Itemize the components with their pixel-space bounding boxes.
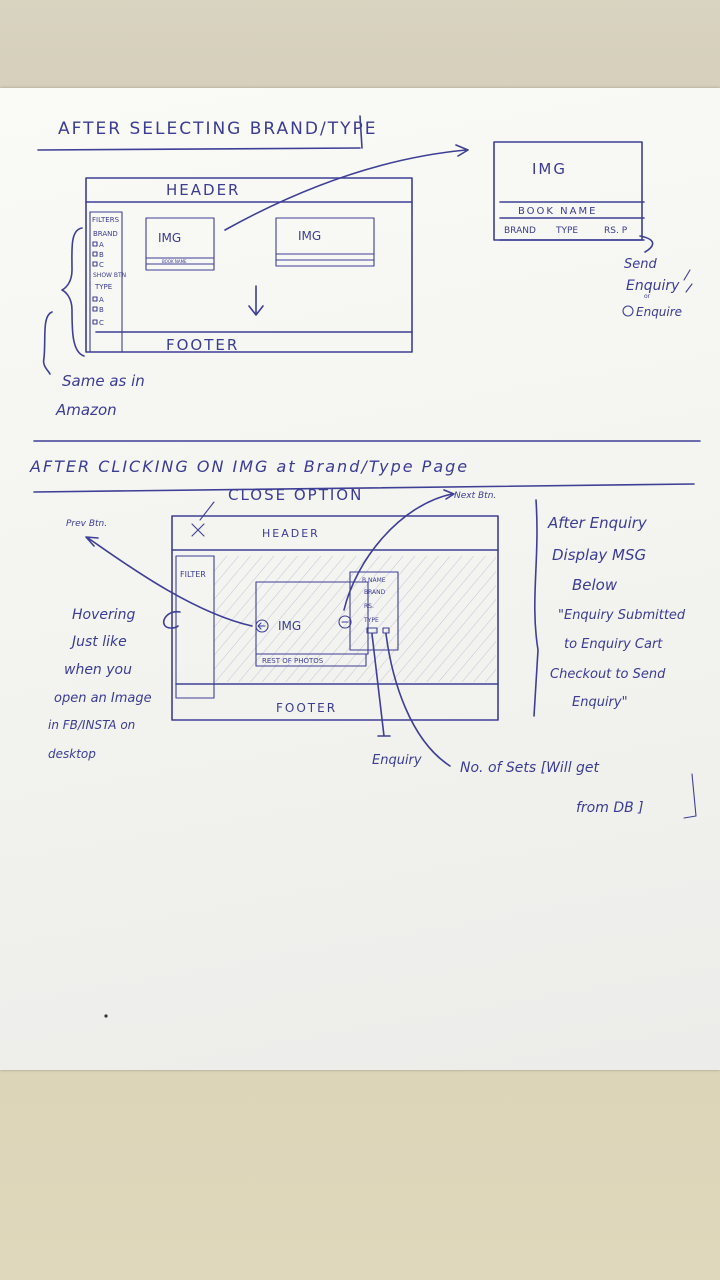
brand-option: A <box>99 241 104 249</box>
type-option: A <box>99 296 104 304</box>
checkbox-icon[interactable] <box>92 306 98 312</box>
card1-img: IMG <box>158 231 181 245</box>
section-1: AFTER SELECTING BRAND/TYPE HEADER FOOTER… <box>37 115 693 419</box>
after-enquiry-line: Enquiry" <box>572 695 628 710</box>
prev-arrow-glyph <box>257 622 266 630</box>
rest-of-photos: REST OF PHOTOS <box>262 657 324 665</box>
next-pointer-arrow-icon <box>343 489 455 611</box>
after-enquiry-line: Display MSG <box>552 546 646 564</box>
overlay-shade <box>214 556 496 682</box>
card1-book-name: BOOK NAME <box>162 259 187 264</box>
page-wireframe <box>85 177 413 353</box>
prev-arrow-icon[interactable] <box>255 619 269 633</box>
detail-dividers <box>499 201 645 241</box>
section2-title: AFTER CLICKING ON IMG at Brand/Type Page <box>29 457 469 476</box>
filter-brand-label: BRAND <box>93 230 118 238</box>
info-brand: BRAND <box>364 589 386 596</box>
strike-circle-icon <box>622 305 634 317</box>
viewer-img: IMG <box>278 619 301 633</box>
sets-pointer-line <box>385 633 451 767</box>
section-2: AFTER CLICKING ON IMG at Brand/Type Page… <box>29 457 697 819</box>
paper-speck <box>104 1014 108 1018</box>
enquiry-label: Enquiry <box>372 753 422 768</box>
filters-panel <box>89 211 123 353</box>
title-underline <box>37 115 363 151</box>
sets-field[interactable] <box>382 627 390 634</box>
type-option: C <box>99 319 104 327</box>
prev-btn-label: Prev Btn. <box>66 519 107 529</box>
product-card-1[interactable] <box>145 217 215 271</box>
lightbox-page <box>171 515 499 721</box>
arrow-down-icon <box>248 285 264 316</box>
filter-label: FILTER <box>180 570 206 579</box>
enquiry-arrow-icon <box>639 235 654 253</box>
scribble-marks <box>683 269 693 293</box>
pointer-line <box>199 501 215 521</box>
thumbnail-strip[interactable] <box>255 653 367 667</box>
note-margin-line <box>533 499 539 717</box>
hover-note-line: open an Image <box>54 691 152 706</box>
send-label: Send <box>624 257 657 272</box>
checkbox-icon[interactable] <box>92 261 98 267</box>
curved-arrow-icon <box>224 144 469 231</box>
info-type: TYPE <box>363 617 379 624</box>
next-btn-label: Next Btn. <box>454 491 496 501</box>
hover-note-line: in FB/INSTA on <box>48 718 135 732</box>
enquiry-label: Enquiry <box>626 278 680 294</box>
after-enquiry-line: Below <box>572 576 618 594</box>
section-separator <box>33 483 695 493</box>
next-arrow-icon[interactable] <box>338 615 352 629</box>
checkbox-icon[interactable] <box>92 319 98 325</box>
brand-option: B <box>99 251 104 259</box>
or-label: or <box>644 293 651 300</box>
same-as-label: Same as in <box>62 372 145 390</box>
hover-note-line: Just like <box>69 634 127 650</box>
page-header: HEADER <box>166 181 240 199</box>
product-card-2[interactable] <box>275 217 375 267</box>
close-option-label: CLOSE OPTION <box>228 486 363 504</box>
detail-img: IMG <box>532 160 567 178</box>
curly-brace-icon <box>61 227 85 357</box>
card2-dividers <box>275 253 375 261</box>
filters-title: FILTERS <box>92 216 120 224</box>
enquiry-button[interactable] <box>366 627 378 634</box>
sets-note-line: from DB ] <box>576 800 644 816</box>
page-footer: FOOTER <box>166 336 239 354</box>
detail-brand: BRAND <box>504 226 536 236</box>
detail-price: RS. P <box>604 226 628 236</box>
detail-type: TYPE <box>555 226 578 236</box>
hover-note-line: Hovering <box>72 607 136 623</box>
info-book-name: B NAME <box>362 577 386 584</box>
after-enquiry-line: "Enquiry Submitted <box>558 608 686 623</box>
sets-note-line: No. of Sets [Will get <box>460 760 600 776</box>
brand-option: C <box>99 261 104 269</box>
after-enquiry-line: Checkout to Send <box>550 667 666 682</box>
hover-note-line: desktop <box>48 747 96 761</box>
lightbox-footer: FOOTER <box>276 701 337 715</box>
lightbox-header: HEADER <box>262 527 320 540</box>
enquiry-pointer-line <box>371 633 391 737</box>
enquire-label: Enquire <box>636 305 682 319</box>
sets-bracket-icon <box>683 773 697 819</box>
hover-note-line: when you <box>64 662 132 678</box>
show-button[interactable]: SHOW BTN <box>93 272 126 279</box>
after-enquiry-line: to Enquiry Cart <box>564 637 663 652</box>
checkbox-icon[interactable] <box>92 296 98 302</box>
checkbox-icon[interactable] <box>92 241 98 247</box>
info-price: RS. <box>364 603 374 610</box>
after-enquiry-line: After Enquiry <box>547 514 648 532</box>
type-option: B <box>99 306 104 314</box>
section1-title: AFTER SELECTING BRAND/TYPE <box>58 119 377 139</box>
card2-img: IMG <box>298 229 321 243</box>
prev-pointer-arrow-icon <box>85 536 253 627</box>
hover-bracket-icon <box>162 610 181 629</box>
bracket-icon <box>42 311 53 375</box>
checkbox-icon[interactable] <box>92 251 98 257</box>
close-icon[interactable] <box>191 523 205 537</box>
card1-dividers <box>145 257 215 265</box>
filter-type-label: TYPE <box>94 283 112 291</box>
amazon-label: Amazon <box>55 401 117 419</box>
detail-book-name: BOOK NAME <box>518 206 597 217</box>
